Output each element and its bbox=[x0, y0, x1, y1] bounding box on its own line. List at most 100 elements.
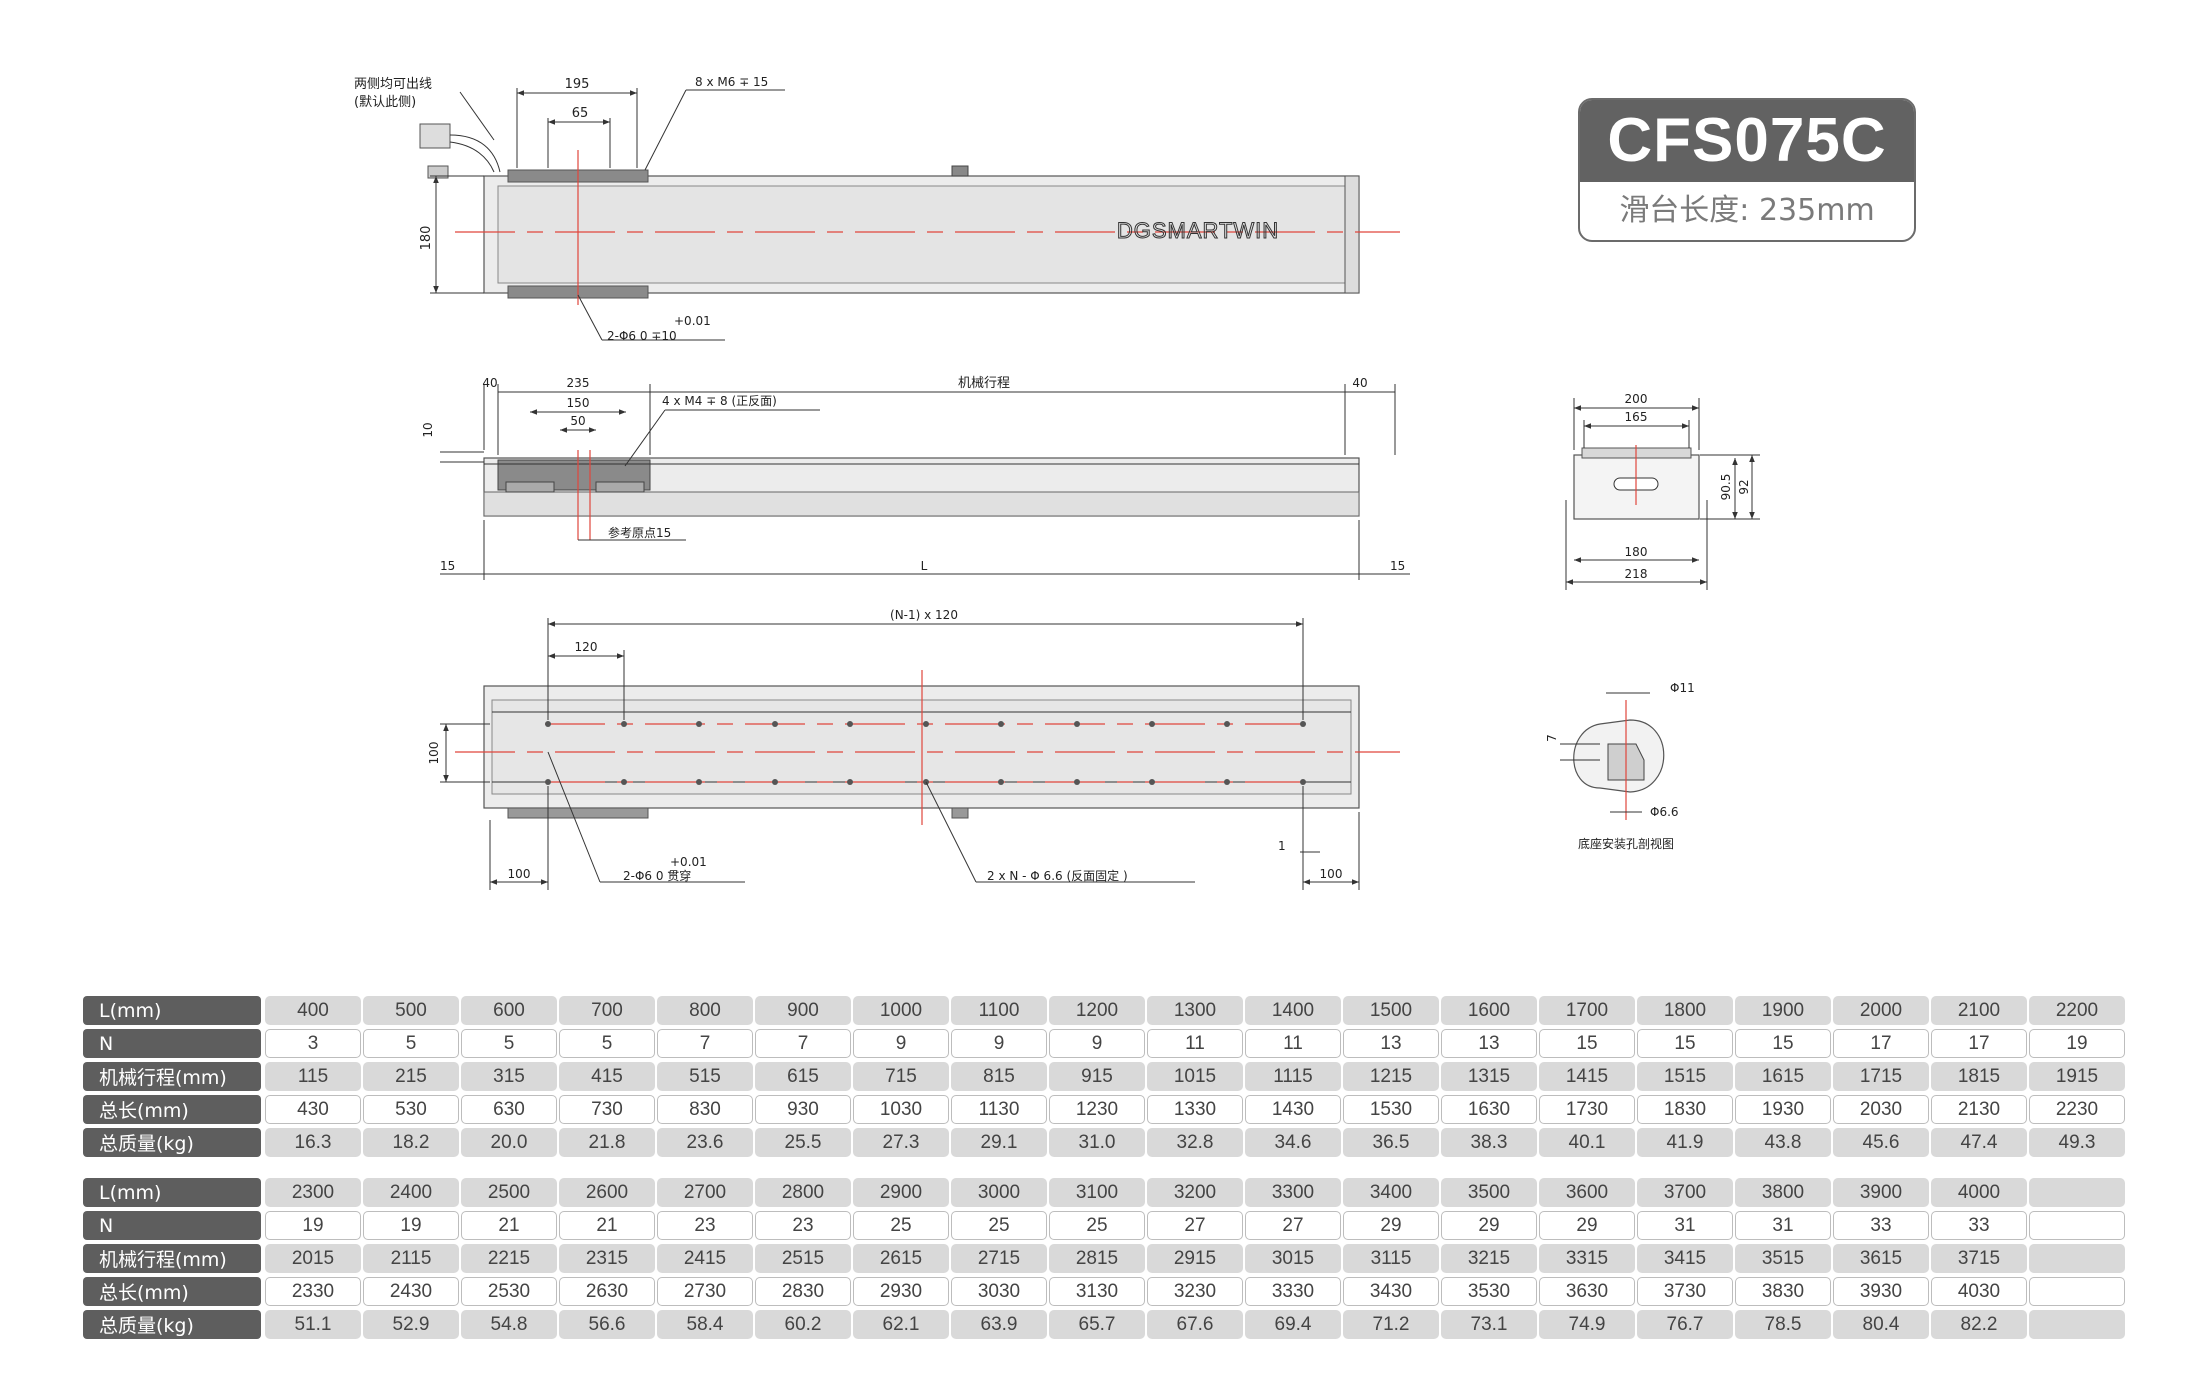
table-cell: 1330 bbox=[1147, 1095, 1243, 1124]
row-header: L(mm) bbox=[83, 1178, 261, 1207]
table-cell: 3300 bbox=[1245, 1178, 1341, 1207]
dim-100-left: 100 bbox=[508, 867, 531, 881]
table-cell: 3430 bbox=[1343, 1277, 1439, 1306]
table-cell: 3200 bbox=[1147, 1178, 1243, 1207]
cable-note-1: 两侧均可出线 bbox=[354, 77, 432, 92]
table-cell: 13 bbox=[1343, 1029, 1439, 1058]
table-cell: 15 bbox=[1539, 1029, 1635, 1058]
table-cell: 2100 bbox=[1931, 996, 2027, 1025]
table-cell: 56.6 bbox=[559, 1310, 655, 1339]
table-cell: 82.2 bbox=[1931, 1310, 2027, 1339]
dim-235: 235 bbox=[567, 376, 590, 390]
table-cell: 3830 bbox=[1735, 1277, 1831, 1306]
table-cell: 1030 bbox=[853, 1095, 949, 1124]
table-cell: 1315 bbox=[1441, 1062, 1537, 1091]
table-cell: 115 bbox=[265, 1062, 361, 1091]
table-cell: 29.1 bbox=[951, 1128, 1047, 1157]
table-cell: 3015 bbox=[1245, 1244, 1341, 1273]
table-cell: 78.5 bbox=[1735, 1310, 1831, 1339]
row-header: N bbox=[83, 1029, 261, 1058]
row-header: 机械行程(mm) bbox=[83, 1062, 261, 1091]
table-cell: 2315 bbox=[559, 1244, 655, 1273]
table-cell: 1130 bbox=[951, 1095, 1047, 1124]
table-cell: 32.8 bbox=[1147, 1128, 1243, 1157]
table-cell bbox=[2029, 1211, 2125, 1240]
table-cell: 1800 bbox=[1637, 996, 1733, 1025]
section-view: Φ11 7 Φ6.6 底座安装孔剖视图 bbox=[1545, 681, 1695, 851]
dim-165: 165 bbox=[1625, 410, 1648, 424]
table-cell: 2530 bbox=[461, 1277, 557, 1306]
table-cell: 3 bbox=[265, 1029, 361, 1058]
table-cell: 2815 bbox=[1049, 1244, 1145, 1273]
dim-200: 200 bbox=[1625, 392, 1648, 406]
table-cell: 65.7 bbox=[1049, 1310, 1145, 1339]
table-cell: 40.1 bbox=[1539, 1128, 1635, 1157]
table-cell: 18.2 bbox=[363, 1128, 459, 1157]
table-cell: 3530 bbox=[1441, 1277, 1537, 1306]
dim-40-left: 40 bbox=[482, 376, 497, 390]
table-cell: 17 bbox=[1931, 1029, 2027, 1058]
slider-length: 滑台长度: 235mm bbox=[1619, 193, 1875, 228]
dim-50: 50 bbox=[570, 414, 585, 428]
table-cell: 1100 bbox=[951, 996, 1047, 1025]
table-cell: 2500 bbox=[461, 1178, 557, 1207]
table-cell: 2400 bbox=[363, 1178, 459, 1207]
table-cell: 3000 bbox=[951, 1178, 1047, 1207]
dim-92: 92 bbox=[1737, 479, 1751, 494]
dim-100-vertical: 100 bbox=[427, 742, 441, 765]
table-cell: 5 bbox=[461, 1029, 557, 1058]
dim-180-top: 180 bbox=[419, 226, 434, 251]
table-cell: 1815 bbox=[1931, 1062, 2027, 1091]
table-cell: 58.4 bbox=[657, 1310, 753, 1339]
table-cell: 19 bbox=[265, 1211, 361, 1240]
table-cell: 3230 bbox=[1147, 1277, 1243, 1306]
cable-note-2: (默认此侧) bbox=[354, 94, 416, 110]
table-cell: 4000 bbox=[1931, 1178, 2027, 1207]
table-cell: 500 bbox=[363, 996, 459, 1025]
table-cell: 1915 bbox=[2029, 1062, 2125, 1091]
section-caption: 底座安装孔剖视图 bbox=[1578, 836, 1674, 851]
bottom-view: (N-1) x 120 120 100 +0.01 2-Φ6 0 贯穿 2 x … bbox=[427, 608, 1400, 890]
table-cell: 69.4 bbox=[1245, 1310, 1341, 1339]
table-cell: 415 bbox=[559, 1062, 655, 1091]
table-cell: 21 bbox=[559, 1211, 655, 1240]
dim-90-5: 90.5 bbox=[1719, 474, 1733, 501]
dim-120: 120 bbox=[575, 640, 598, 654]
table-cell: 43.8 bbox=[1735, 1128, 1831, 1157]
table-cell: 2430 bbox=[363, 1277, 459, 1306]
table-cell bbox=[2029, 1277, 2125, 1306]
table-cell: 2300 bbox=[265, 1178, 361, 1207]
table-cell: 62.1 bbox=[853, 1310, 949, 1339]
dim-15-right: 15 bbox=[1390, 559, 1405, 573]
table-cell: 2415 bbox=[657, 1244, 753, 1273]
table-cell: 2000 bbox=[1833, 996, 1929, 1025]
table-cell: 830 bbox=[657, 1095, 753, 1124]
pin-holes-top: 2-Φ6 0 ∓10 bbox=[607, 329, 677, 343]
table-cell: 2915 bbox=[1147, 1244, 1243, 1273]
table-cell: 15 bbox=[1735, 1029, 1831, 1058]
table-cell: 11 bbox=[1245, 1029, 1341, 1058]
table-cell: 3930 bbox=[1833, 1277, 1929, 1306]
table-cell: 1900 bbox=[1735, 996, 1831, 1025]
table-cell: 2115 bbox=[363, 1244, 459, 1273]
table-cell: 1300 bbox=[1147, 996, 1243, 1025]
table-cell: 25 bbox=[951, 1211, 1047, 1240]
table-cell: 2730 bbox=[657, 1277, 753, 1306]
table-cell: 36.5 bbox=[1343, 1128, 1439, 1157]
holes-side-label: 4 x M4 ∓ 8 (正反面) bbox=[662, 394, 777, 408]
table-cell: 815 bbox=[951, 1062, 1047, 1091]
table-cell: 52.9 bbox=[363, 1310, 459, 1339]
table-cell: 3615 bbox=[1833, 1244, 1929, 1273]
dim-218: 218 bbox=[1625, 567, 1648, 581]
table-cell: 33 bbox=[1833, 1211, 1929, 1240]
top-view: 195 65 8 x M6 ∓ 15 两侧均可出线 (默认此侧) 180 DGS… bbox=[354, 75, 1400, 343]
dim-150: 150 bbox=[567, 396, 590, 410]
table-cell: 2700 bbox=[657, 1178, 753, 1207]
table-cell: 3030 bbox=[951, 1277, 1047, 1306]
table-cell: 2130 bbox=[1931, 1095, 2027, 1124]
table-cell: 3115 bbox=[1343, 1244, 1439, 1273]
table-cell: 29 bbox=[1539, 1211, 1635, 1240]
